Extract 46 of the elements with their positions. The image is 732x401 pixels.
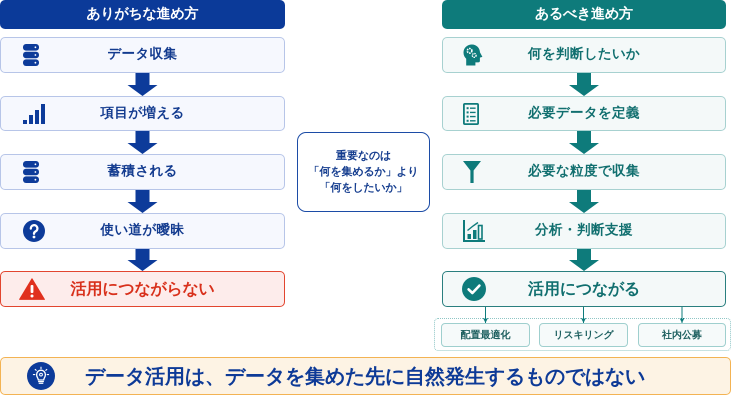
note-text: 重要なのは「何を集めるか」より「何をしたいか」	[308, 148, 420, 196]
step-label: 項目が増える	[100, 104, 184, 122]
step-label: 活用につながる	[528, 278, 640, 300]
outcome-box	[638, 323, 726, 347]
dotted-group-frame	[434, 318, 731, 351]
column-heading: あるべき進め方	[535, 5, 633, 24]
block-arrow	[569, 131, 599, 154]
block-arrow	[128, 73, 158, 96]
outcome-box	[441, 323, 530, 347]
block-arrow	[128, 131, 158, 154]
step-label: 分析・判断支援	[535, 222, 633, 240]
column-header-bar	[442, 0, 726, 29]
step-label: 必要な粒度で収集	[528, 163, 640, 181]
column-heading: ありがちな進め方	[86, 5, 198, 24]
message-banner	[0, 357, 731, 395]
arrow	[483, 306, 488, 324]
step-label: 配置最適化	[460, 328, 510, 342]
block-arrow	[569, 73, 599, 96]
block-arrow	[569, 190, 599, 213]
process-step-box	[442, 213, 726, 249]
step-label: 活用につながらない	[70, 278, 214, 300]
outcome-box	[539, 323, 628, 347]
step-label: リスキリング	[554, 328, 614, 342]
block-arrow	[569, 249, 599, 271]
column-header-bar	[0, 0, 285, 29]
step-label: データ収集	[108, 46, 178, 64]
process-step-box	[0, 96, 285, 131]
note-box	[297, 132, 430, 212]
process-step-box	[442, 96, 726, 131]
block-arrow	[128, 190, 158, 213]
result-box	[442, 271, 726, 307]
step-label: 社内公募	[662, 328, 702, 342]
process-step-box	[0, 154, 285, 190]
process-step-box	[442, 37, 726, 73]
step-label: 何を判断したいか	[528, 46, 640, 64]
process-step-box	[442, 154, 726, 190]
arrow	[680, 306, 684, 324]
step-label: 必要データを定義	[528, 104, 640, 122]
step-label: 使い道が曖昧	[100, 222, 184, 240]
process-step-box	[0, 213, 285, 249]
result-box	[0, 271, 285, 307]
arrow	[581, 306, 586, 324]
block-arrow	[128, 249, 158, 271]
key-message: データ活用は、データを集めた先に自然発生するものではない	[85, 363, 645, 389]
step-label: 蓄積される	[108, 163, 178, 181]
process-step-box	[0, 37, 285, 73]
